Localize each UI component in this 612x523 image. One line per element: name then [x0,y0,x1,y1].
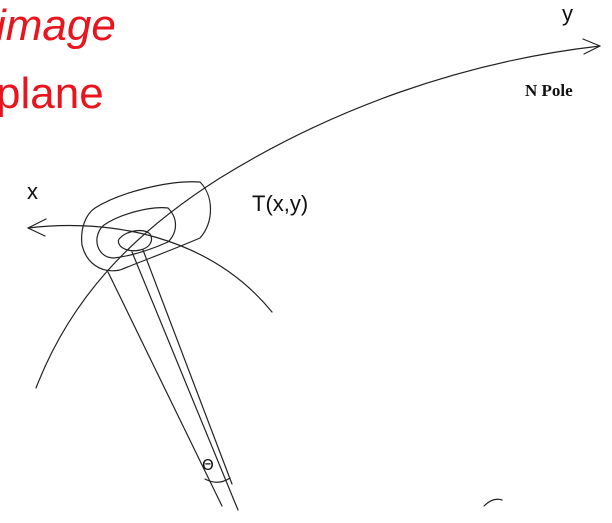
title-line-plane: plane [0,69,104,118]
theta-label: Θ [202,456,214,474]
y-arrowhead [582,38,601,55]
theta-angle-arc [204,477,231,483]
beam-right-line [142,249,233,485]
inner-contour [117,229,153,252]
y-meridian-curve [35,45,601,389]
x-axis-label: x [27,179,38,204]
x-arrowhead [27,218,47,237]
title-line-image: image [0,1,116,50]
bottom-tick-mark [483,498,503,507]
y-axis-label: y [562,1,573,26]
beam-center-line [131,251,239,511]
north-pole-label: N Pole [525,81,573,100]
point-label: T(x,y) [252,191,309,216]
beam-left-line [107,271,223,507]
outer-contour [81,181,211,272]
x-parallel-curve [27,224,273,313]
